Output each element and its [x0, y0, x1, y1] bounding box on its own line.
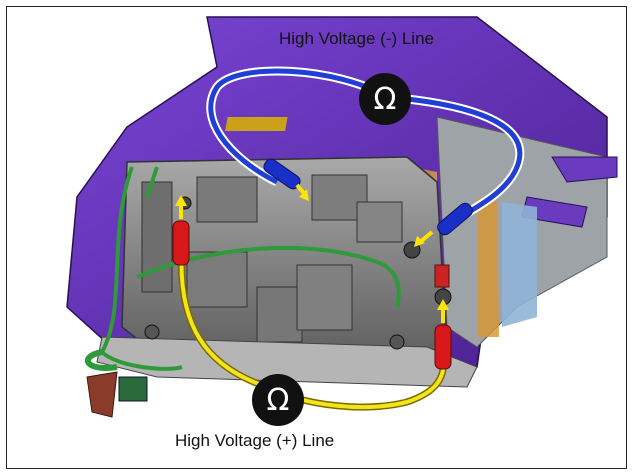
positive-probe — [172, 220, 190, 266]
ohm-meter-icon: Ω — [359, 73, 411, 125]
positive-wire — [179, 246, 446, 409]
negative-probe — [437, 202, 473, 236]
probe-arrow-head — [437, 299, 449, 310]
base-plate — [96, 336, 478, 388]
ohm-symbol: Ω — [267, 383, 290, 418]
probe-arrow-head — [299, 189, 309, 201]
connector — [118, 376, 148, 402]
relay-module — [296, 264, 353, 331]
negative-line-label: High Voltage (-) Line — [279, 29, 434, 48]
ohm-symbol: Ω — [374, 82, 397, 117]
figure-frame: Ω Ω High Voltage (-) Line High Voltage (… — [6, 6, 627, 469]
relay-module — [196, 176, 258, 223]
relay-module — [356, 201, 403, 243]
copper-busbar-2 — [477, 197, 499, 337]
positive-probe — [434, 324, 452, 370]
ohm-meter-icon: Ω — [252, 374, 304, 426]
terminal-bolt — [389, 334, 405, 350]
terminal-bolt — [144, 324, 160, 340]
positive-terminal — [434, 264, 450, 288]
relay-module — [186, 251, 248, 308]
lower-bracket — [86, 371, 118, 418]
relay-module — [256, 286, 303, 343]
warning-label — [225, 117, 288, 131]
bracket-right — [551, 156, 618, 183]
hv-junction-illustration: Ω Ω — [66, 16, 618, 426]
blue-panel — [502, 202, 537, 327]
probe-arrow-head — [414, 236, 425, 247]
probe-arrow-head — [175, 195, 187, 206]
positive-line-label: High Voltage (+) Line — [175, 431, 335, 450]
ground-wire-loop — [85, 349, 118, 371]
relay-module — [141, 181, 173, 293]
